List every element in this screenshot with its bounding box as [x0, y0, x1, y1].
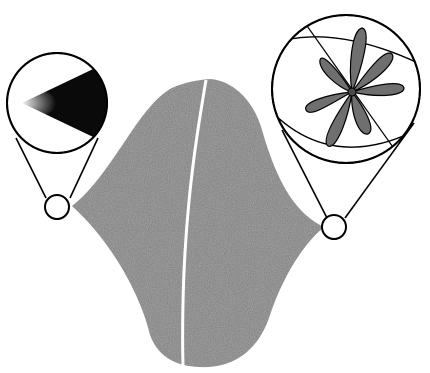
left-magnifier-lens — [45, 195, 69, 219]
right-magnifier-lens — [322, 215, 346, 239]
